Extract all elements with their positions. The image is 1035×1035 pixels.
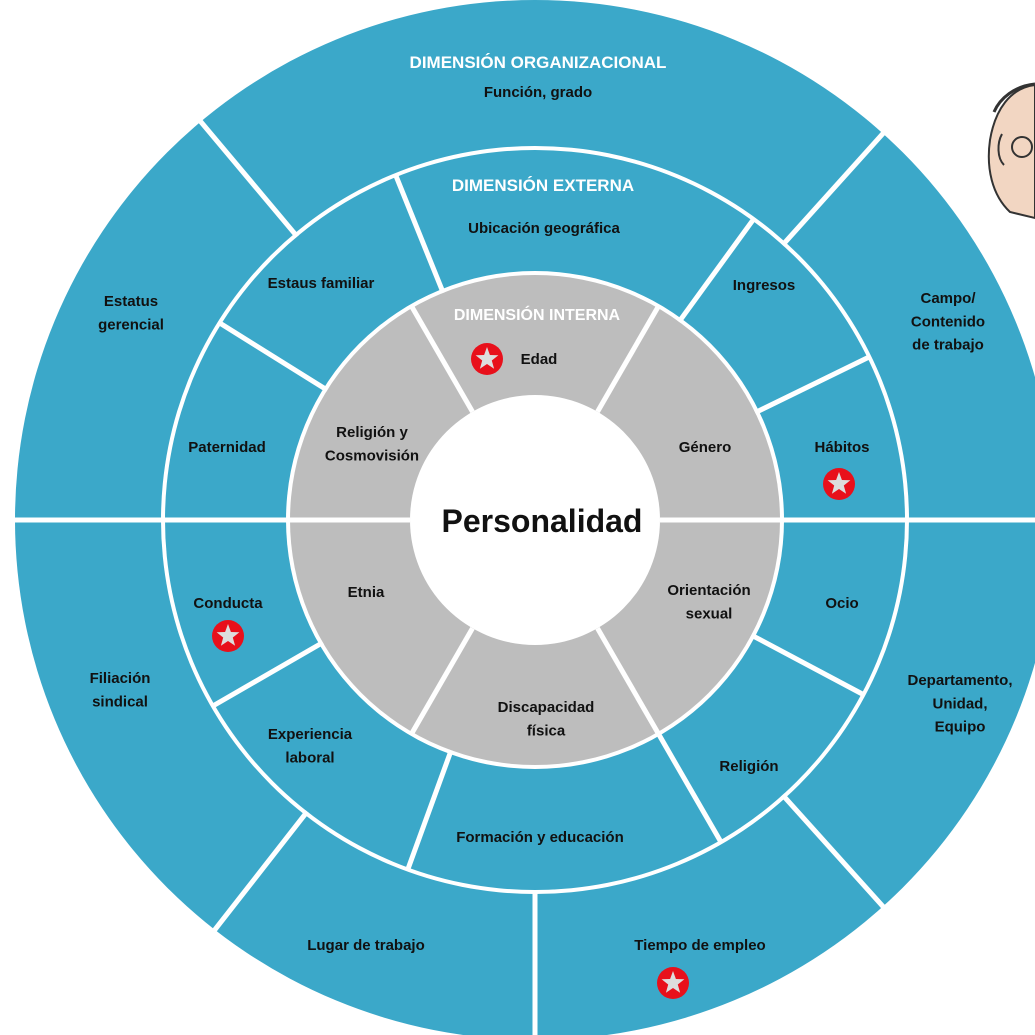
dimension-item-label: Formación y educación xyxy=(456,829,624,846)
dimension-item: Conducta xyxy=(193,595,263,652)
segment-divider xyxy=(595,304,661,413)
dimension-item: Orientación sexual xyxy=(667,582,750,622)
dimension-item-label: Género xyxy=(679,439,732,456)
dimension-item-label: Orientación xyxy=(667,582,750,599)
segment-divider xyxy=(405,749,454,871)
dimension-item-label: Edad xyxy=(521,351,558,368)
segment-divider xyxy=(197,118,300,239)
segment-divider xyxy=(754,354,871,415)
segment-divider xyxy=(750,632,865,697)
star-icon xyxy=(212,620,244,652)
segment-divider xyxy=(780,130,887,247)
segment-divider xyxy=(676,217,756,324)
dimension-item-label: Estatus xyxy=(104,293,158,310)
dimension-item-label: Función, grado xyxy=(484,84,592,101)
segment-divider xyxy=(409,304,475,413)
dimension-item-label: Ingresos xyxy=(733,277,796,294)
dimension-item: Género xyxy=(679,439,732,456)
dimension-item-label: Campo/ xyxy=(920,290,976,307)
dimension-item-label: gerencial xyxy=(98,316,164,333)
dimension-item-label: Paternidad xyxy=(188,439,266,456)
dimension-item: Formación y educación xyxy=(456,829,624,846)
dimension-item: Edad xyxy=(471,343,557,375)
dimension-item-label: Ubicación geográfica xyxy=(468,220,620,237)
dimension-item: Religión y Cosmovisión xyxy=(325,424,419,464)
dimension-item-label: física xyxy=(527,722,566,739)
star-icon xyxy=(823,468,855,500)
dimension-item-label: Conducta xyxy=(193,595,263,612)
dimension-item-label: Contenido xyxy=(911,313,985,330)
dimension-item-label: sexual xyxy=(686,605,733,622)
dimension-item-label: Religión xyxy=(719,758,778,775)
segment-divider xyxy=(211,810,310,933)
dimension-item-label: Lugar de trabajo xyxy=(307,937,425,954)
dimension-item: Departamento, Unidad, Equipo xyxy=(907,672,1012,736)
dimension-item: Campo/Contenido de trabajo xyxy=(911,290,985,354)
star-icon xyxy=(471,343,503,375)
dimension-item: Función, grado xyxy=(484,84,592,101)
dimension-item-label: Unidad, xyxy=(933,695,988,712)
dimension-item: Tiempo de empleo xyxy=(634,937,766,999)
dimension-item: Estatus gerencial xyxy=(98,293,164,333)
center-circle xyxy=(410,395,660,645)
dimension-item: Hábitos xyxy=(814,439,870,500)
dimension-item: Lugar de trabajo xyxy=(307,937,425,954)
segment-divider xyxy=(595,627,661,736)
internal-title: DIMENSIÓN INTERNA xyxy=(454,305,621,324)
organizational-title: DIMENSIÓN ORGANIZACIONAL xyxy=(410,53,667,72)
dimension-item: Etnia xyxy=(348,584,385,601)
segment-divider xyxy=(780,793,887,910)
dimension-item: Ingresos xyxy=(733,277,796,294)
dimension-item-label: Ocio xyxy=(825,595,858,612)
dimension-item-label: Etnia xyxy=(348,584,385,601)
dimension-item: Paternidad xyxy=(188,439,266,456)
dimension-item: Ubicación geográfica xyxy=(468,220,620,237)
center-label: Personalidad xyxy=(442,503,643,539)
dimension-item: Estaus familiar xyxy=(268,275,375,292)
dimension-item-label: Equipo xyxy=(935,719,986,736)
dimension-item-label: Departamento, xyxy=(907,672,1012,689)
dimension-item-label: Discapacidad xyxy=(498,699,595,716)
segment-divider xyxy=(211,640,325,709)
dimension-item-label: Tiempo de empleo xyxy=(634,937,765,954)
caricature-figure xyxy=(987,82,1035,220)
dimension-item-label: Experiencia xyxy=(268,726,353,743)
dimension-item-label: Filiación xyxy=(90,670,151,687)
dimension-item: Religión xyxy=(719,758,778,775)
dimension-item: Experiencia laboral xyxy=(268,726,353,766)
dimension-item-label: Cosmovisión xyxy=(325,447,419,464)
external-title: DIMENSIÓN EXTERNA xyxy=(452,176,634,195)
star-icon xyxy=(657,967,689,999)
dimension-item: Discapacidad física xyxy=(498,699,595,739)
segment-divider xyxy=(409,627,475,736)
segment-divider xyxy=(218,320,329,393)
dimension-item: Ocio xyxy=(825,595,858,612)
segment-divider xyxy=(655,730,724,844)
segment-divider xyxy=(393,174,446,294)
dimension-item: Filiación sindical xyxy=(90,670,151,710)
dimension-item-label: Hábitos xyxy=(814,439,869,456)
dimension-item-label: laboral xyxy=(285,749,334,766)
dimension-item-label: de trabajo xyxy=(912,337,984,354)
dimension-item-label: Religión y xyxy=(336,424,408,441)
dimension-item-label: Estaus familiar xyxy=(268,275,375,292)
dimension-item-label: sindical xyxy=(92,693,148,710)
